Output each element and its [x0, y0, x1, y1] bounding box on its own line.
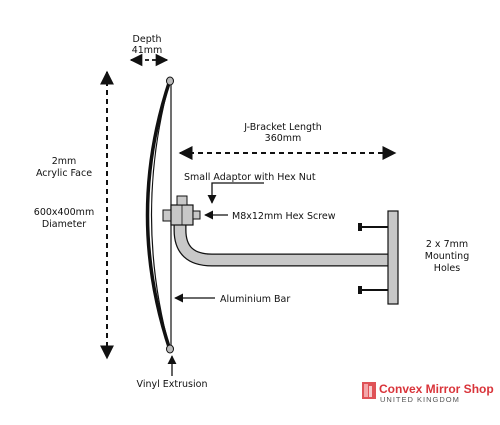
bottom-extrusion-cap	[166, 344, 174, 354]
bracket-length-label: J-Bracket Length	[243, 122, 322, 133]
extrusion-label: Vinyl Extrusion	[137, 379, 208, 390]
mounting-screw-top	[358, 223, 388, 231]
face-thickness-label: 2mm	[52, 156, 77, 167]
wall-plate	[387, 210, 399, 305]
screw-label: M8x12mm Hex Screw	[232, 211, 336, 222]
adaptor-label: Small Adaptor with Hex Nut	[184, 172, 316, 183]
brand-name: Convex Mirror Shop	[379, 382, 494, 396]
mirror-size-suffix-label: Diameter	[42, 219, 86, 230]
brand-region: UNITED KINGDOM	[380, 395, 460, 404]
mounting-screw-bottom	[358, 286, 388, 294]
depth-label: Depth	[133, 34, 162, 45]
bar-label: Aluminium Bar	[220, 294, 290, 305]
holes-count-label: 2 x 7mm	[426, 239, 468, 250]
j-bracket	[173, 220, 388, 267]
mirror-logo-icon	[362, 382, 376, 399]
holes-line2-label: Holes	[434, 263, 460, 274]
holes-line1-label: Mounting	[425, 251, 469, 262]
face-material-label: Acrylic Face	[36, 168, 92, 179]
brand-logo: Convex Mirror Shop UNITED KINGDOM	[362, 382, 494, 404]
depth-value-label: 41mm	[132, 45, 163, 56]
adaptor-hex-nut	[162, 195, 201, 226]
adaptor-leader-arrow	[207, 182, 264, 204]
bracket-length-value-label: 360mm	[265, 133, 302, 144]
mirror-size-label: 600x400mm	[34, 207, 94, 218]
top-extrusion-cap	[166, 76, 174, 86]
